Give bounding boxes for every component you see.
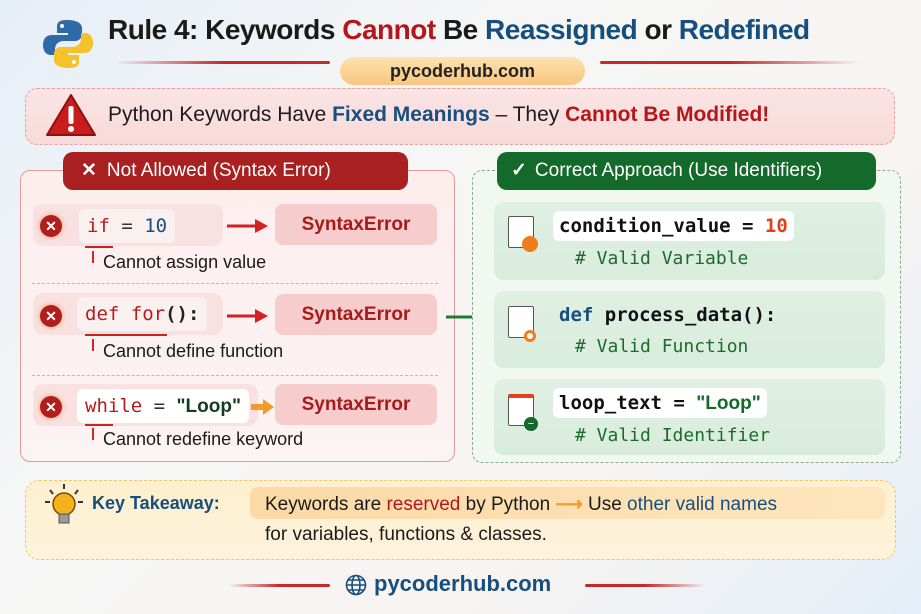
code-snippet: def process_data():	[559, 304, 777, 326]
code-snippet: loop_text = "Loop"	[553, 388, 767, 418]
document-minus-icon: −	[508, 394, 538, 431]
divider-line	[115, 61, 330, 64]
underline	[85, 334, 167, 336]
error-circle-icon: ✕	[40, 396, 62, 418]
code-snippet: if = 10	[79, 209, 176, 243]
arrow-right-icon: ⟶	[555, 494, 588, 515]
site-pill: pycoderhub.com	[340, 57, 585, 85]
valid-row-2	[494, 291, 885, 368]
underline	[85, 246, 113, 248]
globe-icon	[345, 574, 367, 601]
document-flow-icon	[508, 306, 536, 342]
syntax-error-badge: SyntaxError	[275, 204, 437, 245]
page-title: Rule 4: Keywords Cannot Be Reassigned or…	[108, 14, 810, 45]
arrow-right-icon	[227, 308, 269, 329]
row-divider	[32, 375, 438, 376]
x-icon: ✕	[81, 160, 97, 181]
takeaway-line-2: for variables, functions & classes.	[265, 524, 547, 545]
document-chart-icon	[508, 216, 538, 252]
arrow-right-icon	[227, 218, 269, 239]
takeaway-label: Key Takeaway:	[92, 493, 220, 513]
syntax-error-badge: SyntaxError	[275, 384, 437, 425]
code-comment: # Valid Function	[575, 336, 749, 357]
code-snippet: condition_value = 10	[553, 211, 794, 241]
error-note: Cannot redefine keyword	[103, 429, 304, 449]
code-comment: # Valid Variable	[575, 248, 749, 269]
divider-line	[600, 61, 860, 64]
warning-text: Python Keywords Have Fixed Meanings – Th…	[108, 103, 770, 126]
note-marker	[92, 339, 94, 351]
underline	[85, 424, 113, 426]
code-snippet: def for():	[77, 297, 208, 331]
not-allowed-header: ✕Not Allowed (Syntax Error)	[63, 152, 408, 190]
note-marker	[92, 251, 94, 263]
error-note: Cannot define function	[103, 341, 284, 361]
error-circle-icon: ✕	[40, 305, 62, 327]
row-divider	[32, 283, 438, 284]
check-icon: ✓	[511, 160, 527, 181]
code-comment: # Valid Identifier	[575, 425, 771, 446]
takeaway-highlight	[250, 487, 885, 519]
correct-approach-header: ✓Correct Approach (Use Identifiers)	[497, 152, 876, 190]
arrow-right-icon	[251, 398, 275, 421]
error-circle-icon: ✕	[40, 215, 62, 237]
warning-triangle-icon	[45, 92, 97, 143]
syntax-error-badge: SyntaxError	[275, 294, 437, 335]
divider-line	[228, 584, 330, 587]
divider-line	[585, 584, 705, 587]
footer-site-link[interactable]: pycoderhub.com	[374, 571, 552, 596]
note-marker	[92, 428, 94, 440]
lightbulb-icon	[44, 482, 84, 543]
code-snippet: while = "Loop"	[77, 389, 249, 423]
error-note: Cannot assign value	[103, 252, 267, 272]
warning-banner	[25, 88, 895, 145]
python-logo	[40, 18, 96, 70]
takeaway-line-1: Keywords are reserved by Python ⟶ Use ot…	[265, 494, 778, 515]
